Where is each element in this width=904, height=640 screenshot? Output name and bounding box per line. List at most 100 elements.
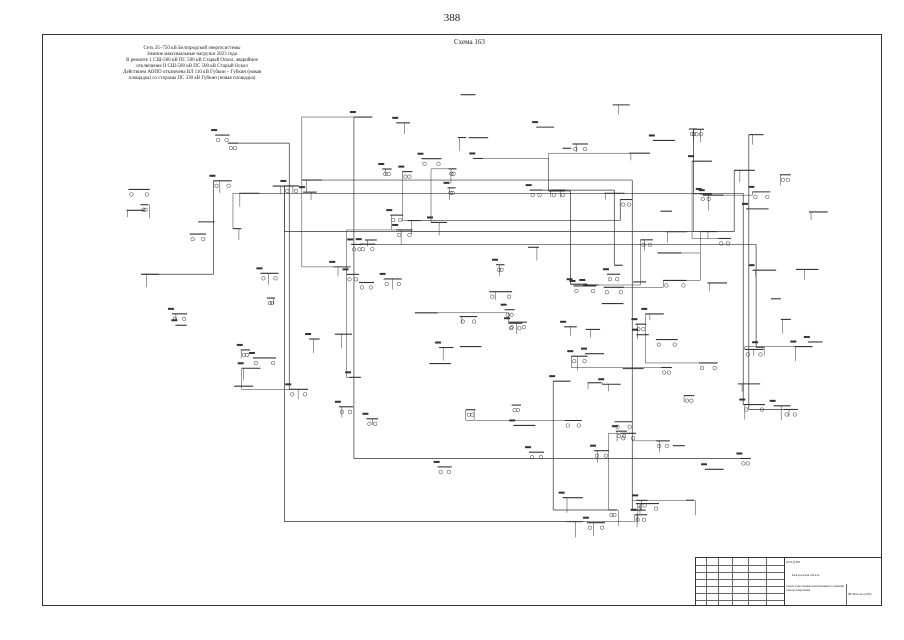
- substation-symbol: [379, 272, 401, 286]
- substation-symbol: [466, 412, 475, 417]
- substation-symbol: [509, 325, 526, 330]
- substation-symbol: [699, 365, 717, 371]
- substation-symbol: [719, 241, 731, 246]
- substation-symbol: [392, 116, 399, 119]
- substation-symbol: [349, 111, 356, 114]
- substation-symbol: [435, 341, 442, 344]
- substation-symbol: [604, 290, 623, 295]
- substation-symbol: [398, 165, 412, 179]
- substation-symbol: [769, 399, 776, 402]
- organization: Белгородская область: [792, 573, 820, 577]
- substation-symbol: [551, 193, 565, 198]
- substation-symbol: [449, 171, 456, 176]
- substation-symbol: [167, 307, 187, 321]
- substation-symbol: [621, 436, 636, 441]
- substation-symbol: [748, 264, 755, 267]
- substation-symbol: [566, 278, 573, 281]
- substation-symbol: [656, 443, 669, 448]
- substation-symbol: [329, 260, 336, 263]
- header-line: В ремонте 1 СШ-500 кВ ПС 500 кВ Старый О…: [126, 58, 258, 63]
- header-line: Сеть 35–750 кВ Белгородской энергосистем…: [143, 46, 241, 51]
- substation-symbol: [632, 328, 639, 331]
- substation-symbol: [285, 383, 308, 397]
- substation-symbol: [305, 333, 312, 336]
- substation-symbol: [256, 267, 278, 281]
- header-line: Зимние максимальные нагрузки 2023 года: [147, 52, 237, 57]
- substation-symbol: [664, 283, 686, 288]
- substation-symbol: [567, 350, 587, 364]
- substation-symbol: [745, 352, 763, 357]
- substation-symbol: [228, 146, 238, 151]
- title-block: 2023-ДЭМ Белгородская область Схема и пр…: [695, 557, 882, 606]
- document-description: Схема и программа перспективного развити…: [786, 584, 844, 592]
- substation-symbol: [129, 192, 149, 197]
- substation-symbol: [532, 121, 539, 124]
- substation-symbol: [582, 516, 605, 530]
- substation-symbol: [803, 335, 810, 338]
- substation-symbol: [525, 446, 544, 460]
- substation-symbol: [237, 362, 244, 365]
- substation-symbol: [695, 187, 711, 201]
- drawing-frame: [42, 34, 882, 606]
- header-line: Действием АОПО отключена ВЛ 110 кВ Губки…: [122, 70, 262, 75]
- substation-symbol: [299, 186, 306, 189]
- substation-symbol: [694, 132, 704, 137]
- substation-symbol: [656, 342, 677, 347]
- substation-symbol: [698, 189, 705, 192]
- title-block-grid: [696, 558, 785, 605]
- substation-symbol: [190, 237, 206, 242]
- substation-symbol: [641, 307, 648, 310]
- substation-symbol: [355, 238, 375, 252]
- substation-symbol: [648, 134, 655, 137]
- substation-symbol: [590, 444, 609, 458]
- substation-symbol: [236, 343, 250, 357]
- sheet-cell: [846, 584, 883, 605]
- substation-symbol: [579, 279, 586, 282]
- scheme-title: Схема 163: [454, 38, 485, 46]
- substation-symbol: [558, 491, 565, 494]
- substation-symbol: [490, 294, 512, 299]
- substation-symbol: [736, 452, 750, 466]
- substation-symbol: [141, 207, 148, 212]
- header-line: отключение II СШ-500 кВ ПС 500 кВ Старый…: [136, 64, 248, 69]
- substation-symbol: [684, 398, 694, 403]
- substation-symbol: [248, 351, 276, 365]
- substation-symbol: [752, 341, 759, 344]
- substation-symbol: [602, 268, 620, 282]
- substation-symbol: [780, 177, 790, 182]
- substation-symbol: [362, 412, 378, 426]
- substation-symbol: [701, 463, 708, 466]
- substation-symbol: [460, 319, 477, 324]
- scheme-description: Сеть 35–750 кВ Белгородской энергосистем…: [92, 46, 292, 82]
- single-line-diagram: [126, 94, 828, 538]
- substation-symbol: [641, 242, 652, 247]
- substation-symbol: [636, 506, 659, 511]
- substation-symbol: [573, 146, 588, 152]
- substation-symbol: [560, 320, 567, 323]
- substation-symbol: [688, 155, 695, 158]
- header-line: площадка) со стороны ПС 330 кВ Губкин (н…: [128, 76, 256, 81]
- substation-symbol: [621, 202, 632, 207]
- substation-symbol: [209, 174, 231, 188]
- substation-symbol: [469, 152, 476, 155]
- substation-symbol: [211, 129, 229, 143]
- substation-symbol: [171, 319, 178, 322]
- substation-symbol: [580, 347, 587, 350]
- substation-symbol: [443, 181, 455, 195]
- substation-symbol: [784, 412, 797, 417]
- substation-symbol: [345, 371, 352, 374]
- substation-symbol: [609, 512, 617, 518]
- page-number: 388: [443, 12, 461, 24]
- substation-symbol: [615, 424, 632, 429]
- substation-symbol: [549, 375, 556, 378]
- substation-symbol: [427, 216, 434, 219]
- substation-symbol: [433, 460, 451, 474]
- substation-symbol: [512, 408, 521, 413]
- document-code: 2023-ДЭМ: [786, 560, 800, 564]
- substation-symbol: [565, 423, 581, 428]
- substation-symbol: [662, 370, 671, 375]
- substation-symbol: [569, 279, 596, 294]
- sheet-name: ПР-Белгород-2023: [848, 592, 872, 596]
- substation-symbol: [504, 317, 522, 331]
- substation-symbol: [267, 301, 275, 306]
